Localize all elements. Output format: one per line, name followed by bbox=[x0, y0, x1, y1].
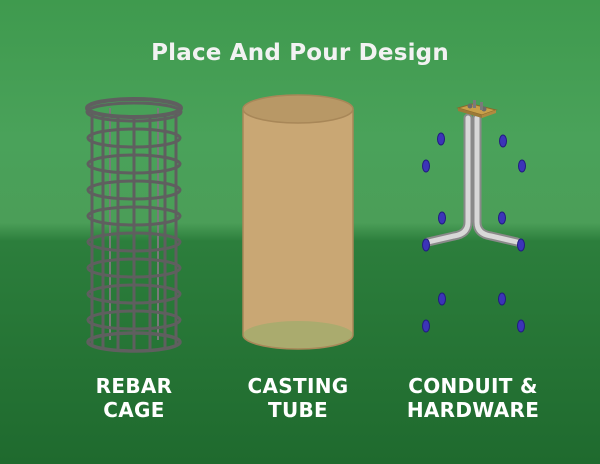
rebar-cage bbox=[85, 97, 183, 353]
casting-tube-label-line2: TUBE bbox=[268, 398, 328, 422]
rebar-cage-label: REBAR CAGE bbox=[64, 374, 204, 422]
conduit-pipes bbox=[423, 113, 522, 247]
casting-tube bbox=[242, 94, 354, 350]
mounting-plate bbox=[456, 100, 498, 118]
rebar-cage-label-line1: REBAR bbox=[95, 374, 173, 398]
conduit-hardware-label-line2: HARDWARE bbox=[406, 398, 540, 422]
conduit-hardware bbox=[422, 100, 526, 333]
rebar-hoops bbox=[85, 97, 183, 353]
casting-tube-label-line1: CASTING bbox=[247, 374, 349, 398]
casting-tube-label: CASTING TUBE bbox=[228, 374, 368, 422]
anchor-bolts bbox=[422, 132, 526, 333]
conduit-hardware-label-line1: CONDUIT & bbox=[408, 374, 538, 398]
conduit-hardware-label: CONDUIT & HARDWARE bbox=[398, 374, 548, 422]
diagram-title: Place And Pour Design bbox=[151, 40, 449, 66]
rebar-cage-label-line2: CAGE bbox=[103, 398, 165, 422]
